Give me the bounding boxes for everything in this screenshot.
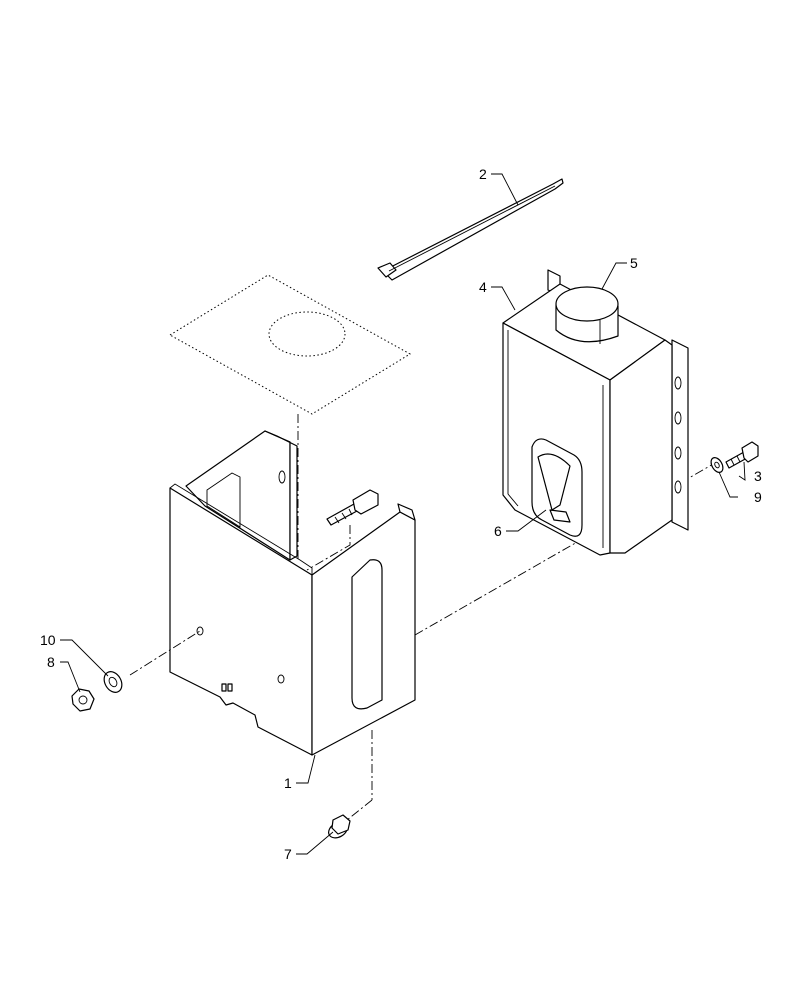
dotted-pad[interactable] — [169, 274, 411, 415]
callout-3: 3 — [754, 468, 762, 484]
reservoir-tank[interactable] — [502, 269, 689, 556]
callout-7: 7 — [284, 846, 292, 862]
center-lines — [129, 414, 716, 821]
bracket-bolt[interactable] — [326, 489, 379, 526]
callout-10: 10 — [40, 632, 56, 648]
callout-9: 9 — [754, 489, 762, 505]
washer-right[interactable] — [709, 456, 726, 475]
washer-left[interactable] — [101, 668, 126, 695]
nut-left[interactable] — [71, 688, 95, 712]
callout-5: 5 — [630, 255, 638, 271]
leader-lines — [60, 173, 746, 855]
callout-6: 6 — [494, 523, 502, 539]
callout-1: 1 — [284, 775, 292, 791]
callout-2: 2 — [479, 166, 487, 182]
callout-labels: 1 2 3 4 5 6 7 8 9 10 — [40, 166, 762, 862]
reservoir-cap[interactable] — [555, 286, 619, 344]
bracket[interactable] — [169, 430, 416, 756]
cable-tie[interactable] — [377, 178, 564, 281]
callout-8: 8 — [47, 654, 55, 670]
bolt[interactable] — [725, 441, 759, 469]
flange-nut-bottom[interactable] — [326, 814, 351, 841]
callout-4: 4 — [479, 279, 487, 295]
